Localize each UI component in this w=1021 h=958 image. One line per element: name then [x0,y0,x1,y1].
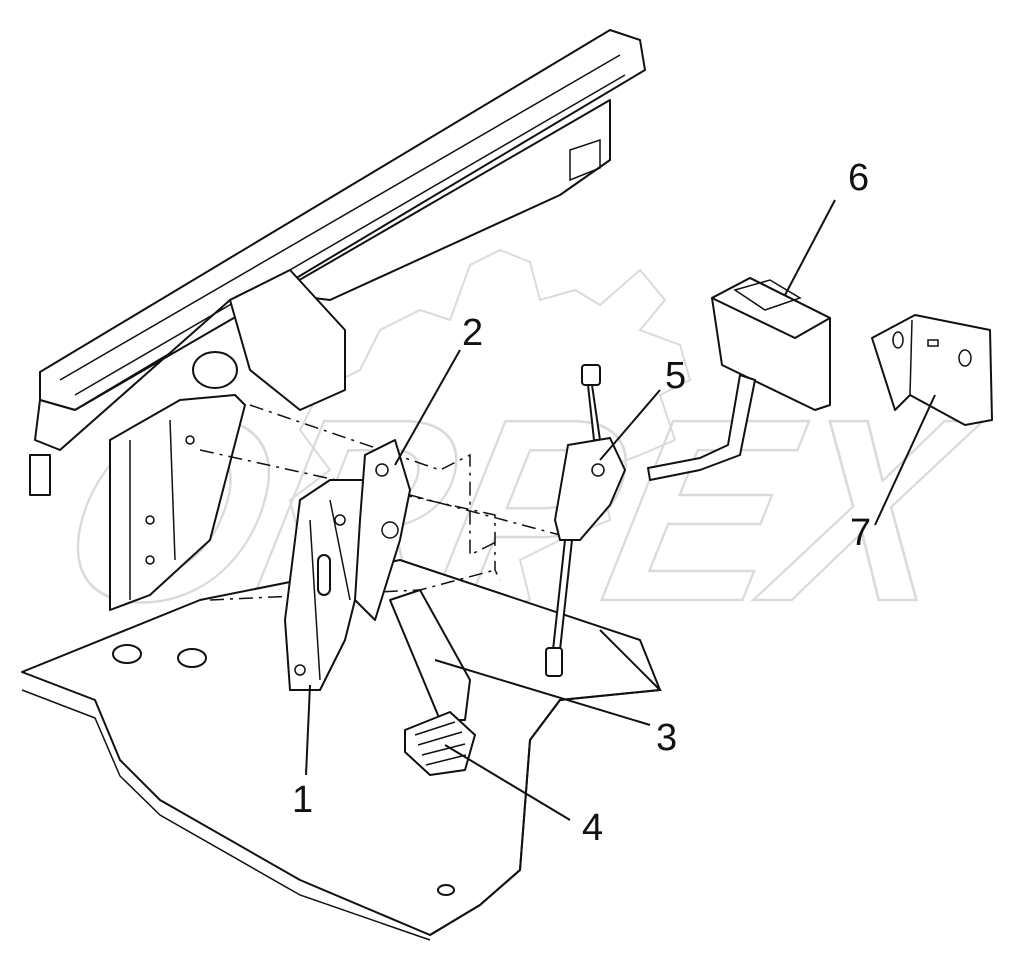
floor-hole-2 [177,648,207,668]
callout-4: 4 [582,807,603,849]
part-4-pedal-pad [404,711,476,776]
part-6-reservoir [647,277,831,481]
pedal-mount-plate [109,351,246,611]
leader-3 [434,659,651,726]
part-7-bracket [871,314,993,426]
leader-4 [444,744,571,821]
leader-1 [305,684,311,776]
part-3-pedal-lever [389,589,471,721]
part-5-master-cylinder [545,364,626,677]
floor-hole-3 [437,884,455,896]
leader-5 [599,389,661,461]
part-1-pedal-bracket [284,479,371,691]
cross-beam [29,29,646,496]
assembly-line-1 [249,404,501,557]
callout-3: 3 [656,717,677,759]
callout-1: 1 [292,779,313,821]
leader-3b [429,629,663,936]
callout-5: 5 [665,355,686,397]
callout-7: 7 [850,512,871,554]
callout-2: 2 [462,312,483,354]
assembly-line-4 [409,494,561,536]
callout-6: 6 [848,157,869,199]
leader-2 [394,349,461,466]
leader-7 [874,394,936,526]
floor-hole-1 [112,644,142,664]
leader-6 [784,199,836,296]
watermark-gear-outline [288,248,692,612]
part-2-pedal-arm [354,439,411,621]
